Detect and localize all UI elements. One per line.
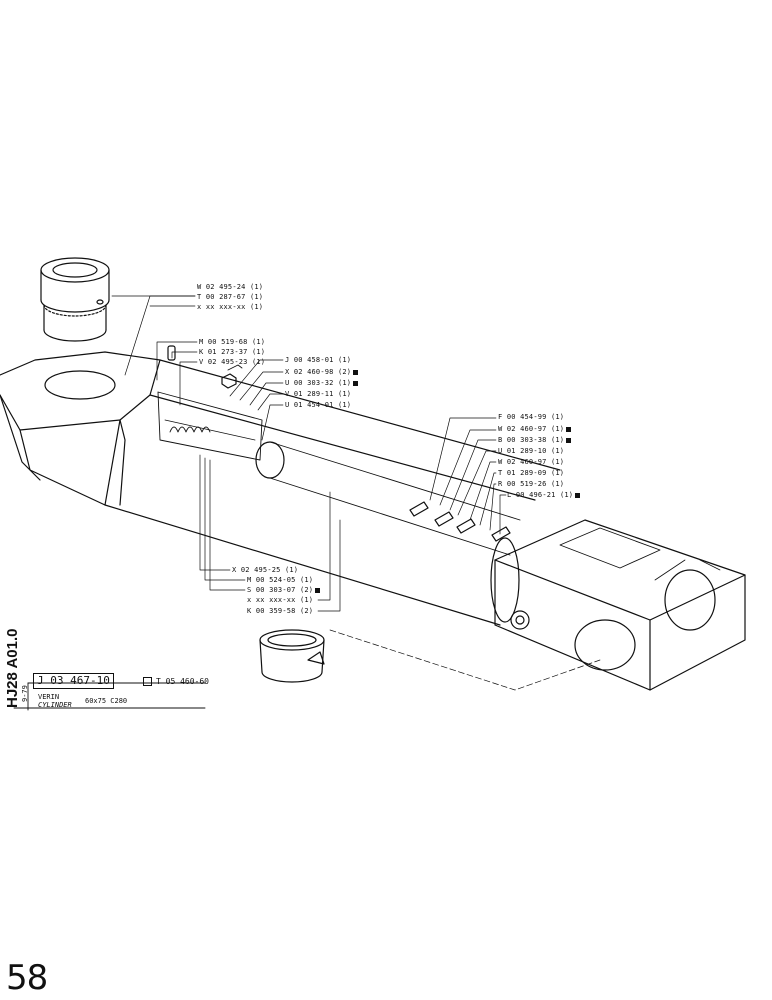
callout-label: K 01 273-37 (1) [199,348,266,356]
callout-label: x xx xxx-xx (1) [197,303,264,311]
ref-number-row: T 05 460-60 [143,677,209,686]
checkbox-icon [143,677,152,686]
callout-label: T 01 289-09 (1) [498,469,565,477]
bushing-part-top [40,257,196,342]
callout-label: M 00 519-68 (1) [199,338,266,346]
cylinder-body [0,351,746,691]
mark-square-icon [566,426,572,432]
callout-label: U 00 303-32 (1) [285,379,359,388]
mark-square-icon [353,369,359,375]
date-vertical: 9-79 [21,685,29,702]
callout-label: M 00 524-05 (1) [247,576,314,584]
callout-label: W 02 460-97 (1) [498,458,565,466]
callout-label: R 00 519-26 (1) [498,480,565,488]
mark-square-icon [315,587,321,593]
name-fr: VERIN [38,693,60,701]
callout-label: V 01 289-11 (1) [285,390,352,398]
part-number: J 03 467-10 [33,673,114,689]
callout-label: U 01 454-01 (1) [285,401,352,409]
drawing-code-vertical: HJ28 A01.0 [4,628,21,709]
mark-square-icon [353,380,359,386]
callout-label: U 01 289-10 (1) [498,447,565,455]
callout-label: X 02 495-25 (1) [232,566,299,574]
callout-label: F 00 454-99 (1) [498,413,565,421]
callout-label: x xx xxx-xx (1) [247,596,314,604]
callout-label: L 00 496-21 (1) [507,491,581,500]
mark-square-icon [566,437,572,443]
name-en: CYLINDER [38,701,72,709]
callout-label: J 00 458-01 (1) [285,356,352,364]
callout-label: S 00 303-07 (2) [247,586,321,595]
callout-label: B 00 303-38 (1) [498,436,572,445]
callout-label: K 00 359-58 (2) [247,607,314,615]
callout-label: V 02 495-23 (1) [199,358,266,366]
page-number: 58 [6,958,48,998]
callout-label: X 02 460-98 (2) [285,368,359,377]
callout-label: W 02 460-97 (1) [498,425,572,434]
callout-label: T 00 287-67 (1) [197,293,264,301]
mark-square-icon [575,492,581,498]
callout-label: W 02 495-24 (1) [197,283,264,291]
cylinder-size: 60x75 C280 [85,697,128,705]
small-parts [167,345,243,389]
leader-lines [124,295,601,691]
title-block-frame [13,682,206,711]
seal-ring-part [259,629,325,683]
